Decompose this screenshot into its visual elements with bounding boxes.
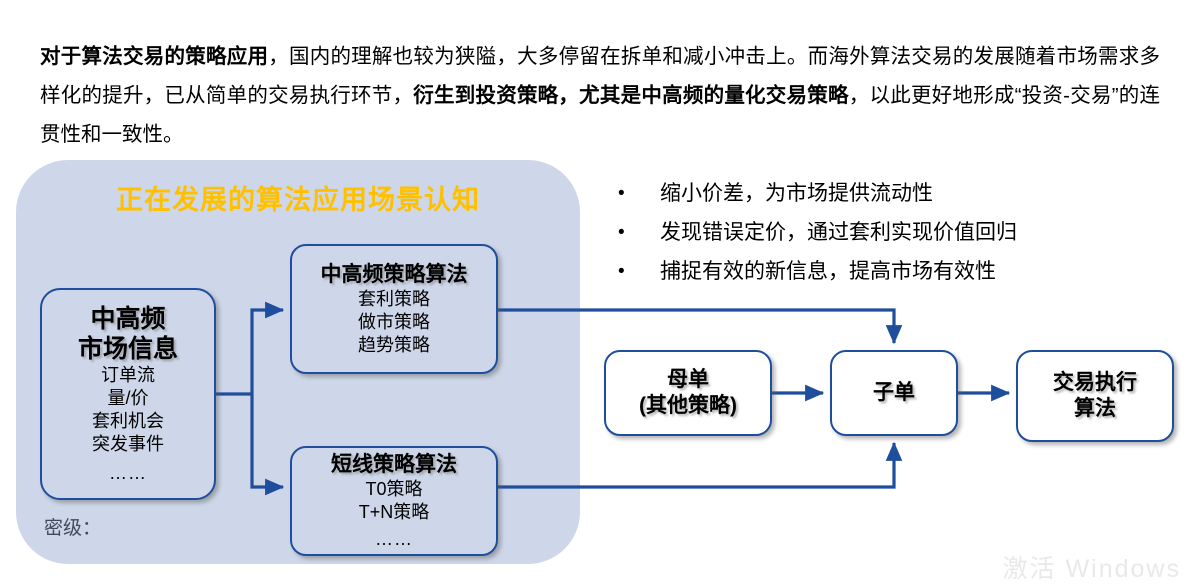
node-child-order-title: 子单 xyxy=(873,381,915,404)
node-short-line-strategy-ellipsis: …… xyxy=(375,528,413,549)
node-market-info-ellipsis: …… xyxy=(109,462,147,483)
bullet-icon: • xyxy=(618,261,625,282)
node-market-info-title-line1: 中高频 xyxy=(90,304,166,333)
node-execution-algo-title-line2: 算法 xyxy=(1074,397,1116,420)
classification-label: 密级： xyxy=(44,518,102,539)
benefit-list-item-text: 缩小价差，为市场提供流动性 xyxy=(660,182,933,205)
benefit-list-item: • 捕捉有效的新信息，提高市场有效性 xyxy=(618,252,1178,291)
node-market-info-item-1: 量/价 xyxy=(107,387,149,408)
benefit-list-item: • 缩小价差，为市场提供流动性 xyxy=(618,174,1178,213)
node-parent-order[interactable]: 母单 (其他策略) xyxy=(604,350,772,436)
intro-paragraph-segment-1: ，国内的理解也较为狭隘，大多停留在拆单和减小冲击上。而海外算法交易的发展随着市场… xyxy=(40,44,1161,107)
node-child-order[interactable]: 子单 xyxy=(830,350,958,436)
bullet-icon: • xyxy=(618,183,625,204)
benefit-list-item-text: 捕捉有效的新信息，提高市场有效性 xyxy=(660,260,996,283)
panel-title: 正在发展的算法应用场景认知 xyxy=(116,185,480,215)
activate-windows-watermark: 激活 Windows xyxy=(1002,555,1181,583)
node-hf-strategy-title: 中高频策略算法 xyxy=(320,262,468,286)
intro-paragraph: 对于算法交易的策略应用，国内的理解也较为狭隘，大多停留在拆单和减小冲击上。而海外… xyxy=(40,37,1160,154)
bullet-icon: • xyxy=(618,222,625,243)
node-hf-strategy-item-2: 趋势策略 xyxy=(358,334,430,355)
benefit-list-item: • 发现错误定价，通过套利实现价值回归 xyxy=(618,213,1178,252)
node-market-info-item-3: 突发事件 xyxy=(92,433,164,454)
node-hf-strategy[interactable]: 中高频策略算法 套利策略 做市策略 趋势策略 xyxy=(290,244,498,374)
node-execution-algo[interactable]: 交易执行 算法 xyxy=(1016,350,1174,442)
node-short-line-strategy-item-1: T+N策略 xyxy=(358,501,430,522)
node-parent-order-title-line2: (其他策略) xyxy=(639,394,737,417)
node-market-info-item-2: 套利机会 xyxy=(92,410,164,431)
node-market-info-title-line2: 市场信息 xyxy=(77,334,178,363)
benefit-list-item-text: 发现错误定价，通过套利实现价值回归 xyxy=(660,221,1017,244)
node-short-line-strategy-item-0: T0策略 xyxy=(365,478,423,499)
intro-paragraph-segment-2: 衍生到投资策略，尤其是中高频的量化交易策略 xyxy=(413,83,849,107)
node-short-line-strategy-title: 短线策略算法 xyxy=(331,452,457,476)
benefit-list: • 缩小价差，为市场提供流动性 • 发现错误定价，通过套利实现价值回归 • 捕捉… xyxy=(618,174,1178,291)
node-market-info[interactable]: 中高频 市场信息 订单流 量/价 套利机会 突发事件 …… xyxy=(40,288,216,500)
intro-paragraph-segment-0: 对于算法交易的策略应用 xyxy=(40,44,269,68)
node-market-info-item-0: 订单流 xyxy=(101,364,155,385)
node-short-line-strategy[interactable]: 短线策略算法 T0策略 T+N策略 …… xyxy=(290,446,498,556)
node-hf-strategy-item-0: 套利策略 xyxy=(358,288,430,309)
node-parent-order-title-line1: 母单 xyxy=(667,368,709,391)
node-hf-strategy-item-1: 做市策略 xyxy=(358,311,430,332)
node-execution-algo-title-line1: 交易执行 xyxy=(1053,371,1137,394)
intro-paragraph-segment-3: ，以此更好地形成“投资-交易”的连贯性和一致性。 xyxy=(40,83,1161,146)
